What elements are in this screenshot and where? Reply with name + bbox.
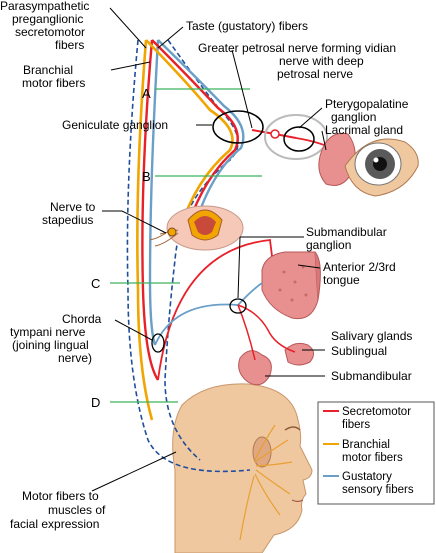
- labels: Parasympathetic preganglionic secretomot…: [0, 0, 412, 531]
- lacrimal-label: Lacrimal gland: [325, 123, 403, 137]
- sublingual-label: Sublingual: [331, 344, 387, 358]
- lingual-to-glands: [237, 304, 296, 353]
- pterygopalatine-label: Pterygopalatine ganglion: [325, 97, 412, 124]
- segment-a: A: [142, 86, 151, 101]
- pterygopalatine-ganglion-marker: [283, 126, 315, 152]
- petrosal-junction: [270, 129, 280, 139]
- tongue-illustration: [261, 251, 321, 320]
- branchial-label: Branchial motor fibers: [22, 63, 85, 90]
- tongue-label: Anterior 2/3rd tongue: [323, 260, 399, 287]
- svg-text:Branchial motor fibers: Branchial motor fibers: [342, 439, 403, 464]
- salivary-glands-illustration: [238, 342, 314, 386]
- segment-b: B: [142, 169, 151, 184]
- svg-text:Secretomotor fibers: Secretomotor fibers: [342, 406, 414, 431]
- greater-petrosal-label: Greater petrosal nerve forming vidian ne…: [198, 41, 399, 81]
- pterygopalatine-ring: [264, 114, 328, 160]
- svg-text:Gustatory sensory fibers: Gustatory sensory fibers: [342, 471, 414, 496]
- segment-markers: A B C D: [91, 86, 262, 410]
- stapedius-label: Nerve to stapedius: [42, 200, 99, 227]
- salivary-label: Salivary glands: [331, 329, 412, 343]
- lingual-to-submandibular: [237, 304, 256, 361]
- segment-d: D: [91, 395, 100, 410]
- facial-nerve-bundle: [126, 39, 251, 473]
- geniculate-label: Geniculate ganglion: [62, 118, 168, 132]
- segment-c: C: [91, 276, 100, 291]
- stapedius-illustration: [149, 205, 244, 251]
- legend: Secretomotor fibers Branchial motor fibe…: [317, 401, 435, 505]
- submandibular-label: Submandibular: [331, 369, 412, 383]
- taste-label: Taste (gustatory) fibers: [186, 19, 308, 33]
- parasympathetic-label: Parasympathetic preganglionic secretomot…: [0, 0, 93, 52]
- chorda-junction-marker: [151, 333, 165, 353]
- chorda-label: Chorda tympani nerve (joining lingual ne…: [10, 312, 105, 365]
- head-illustration: [172, 383, 313, 553]
- submandibular-ganglion-marker: [229, 298, 247, 314]
- geniculate-ganglion-marker: [212, 110, 264, 144]
- leader-lines: [91, 7, 327, 492]
- motor-fibers-label: Motor fibers to muscles of facial expres…: [10, 489, 109, 531]
- chorda-tympani-blue: [154, 282, 263, 346]
- eye-illustration: [318, 132, 419, 197]
- submandibular-ganglion-label: Submandibular ganglion: [306, 225, 390, 252]
